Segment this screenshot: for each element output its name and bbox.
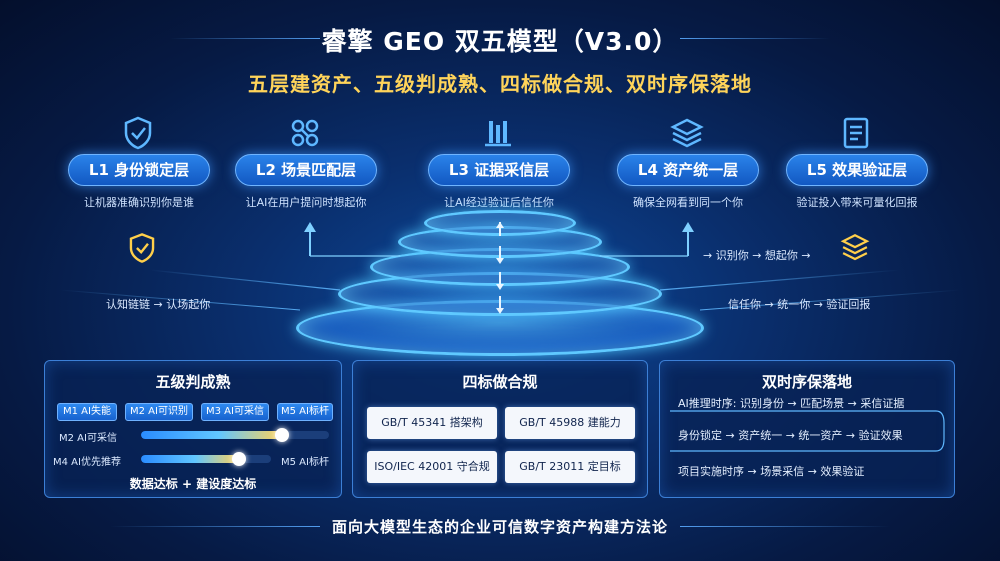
standards-title: 四标做合规 [462, 373, 538, 391]
standard-item: GB/T 23011 定目标 [505, 451, 635, 483]
page-subtitle: 五层建资产、五级判成熟、四标做合规、双时序保落地 [248, 72, 752, 96]
flow-label-right-top: → 识别你 → 想起你 → [703, 249, 811, 262]
layer-desc-l3: 让AI经过验证后信任你 [444, 196, 554, 209]
footer-decor-right [680, 526, 890, 527]
chip-m1: M1 AI失能 [57, 403, 117, 421]
flow-label-left: 认知链链 → 认场起你 [106, 298, 211, 311]
standard-item: ISO/IEC 42001 守合规 [367, 451, 497, 483]
base-ring [296, 300, 704, 356]
link-nodes-icon [285, 113, 325, 153]
footer-decor-left [110, 526, 320, 527]
slider1-label: M2 AI可采信 [59, 433, 117, 444]
standards-panel: 四标做合规 GB/T 45341 搭架构 GB/T 45988 建能力 ISO/… [352, 360, 648, 498]
layer-pill-l5: L5 效果验证层 [786, 154, 928, 186]
shield-check-icon [118, 113, 158, 153]
slider1-track [141, 431, 329, 439]
report-document-icon [836, 113, 876, 153]
layer-pill-l2: L2 场景匹配层 [235, 154, 377, 186]
slider2-fill [141, 455, 239, 463]
gold-layers-icon [838, 231, 872, 265]
layer-desc-l5: 验证投入带来可量化回报 [796, 196, 918, 209]
page-title: 睿擎 GEO 双五模型（V3.0） [321, 27, 679, 56]
layer-desc-l4: 确保全网看到同一个你 [633, 196, 743, 209]
layer-pill-l4: L4 资产统一层 [617, 154, 759, 186]
chip-m2: M2 AI可识别 [125, 403, 193, 421]
slider1-knob[interactable] [275, 428, 289, 442]
slider2-knob[interactable] [231, 452, 246, 466]
sequence-row: AI推理时序: 识别身份 → 匹配场景 → 采信证据 [678, 397, 905, 410]
flow-label-right-bottom: 信任你 → 统一你 → 验证回报 [728, 298, 871, 311]
chip-m5: M5 AI标杆 [277, 403, 333, 421]
sequence-loop-line [670, 410, 945, 452]
sequence-row: 项目实施时序 → 场景采信 → 效果验证 [678, 465, 865, 478]
layer-pill-l3: L3 证据采信层 [428, 154, 570, 186]
layer-pill-l1: L1 身份锁定层 [68, 154, 210, 186]
sequence-row: 身份锁定 → 资产统一 → 统一资产 → 验证效果 [678, 429, 903, 442]
gold-shield-icon [125, 231, 159, 265]
maturity-footer: 数据达标 + 建设度达标 [129, 477, 257, 491]
stacked-layers-icon [667, 113, 707, 153]
dual-sequence-title: 双时序保落地 [761, 373, 852, 391]
standard-item: GB/T 45988 建能力 [505, 407, 635, 439]
slider2-track [141, 455, 271, 463]
standard-item: GB/T 45341 搭架构 [367, 407, 497, 439]
title-decor-left [170, 38, 320, 39]
slider1-fill [141, 431, 282, 439]
ring-1 [424, 210, 576, 236]
title-decor-right [680, 38, 830, 39]
maturity-panel: 五级判成熟 M1 AI失能 M2 AI可识别 M3 AI可采信 M5 AI标杆 … [44, 360, 342, 498]
layer-desc-l2: 让AI在用户提问时想起你 [245, 196, 367, 209]
evidence-chart-icon [478, 113, 518, 153]
maturity-title: 五级判成熟 [155, 373, 231, 391]
dual-sequence-panel: 双时序保落地 AI推理时序: 识别身份 → 匹配场景 → 采信证据 身份锁定 →… [659, 360, 955, 498]
slider2-right-label: M5 AI标杆 [281, 457, 329, 468]
layer-desc-l1: 让机器准确识别你是谁 [84, 196, 194, 209]
chip-m3: M3 AI可采信 [201, 403, 269, 421]
page-footer: 面向大模型生态的企业可信数字资产构建方法论 [331, 518, 668, 536]
slider2-left-label: M4 AI优先推荐 [53, 457, 121, 468]
